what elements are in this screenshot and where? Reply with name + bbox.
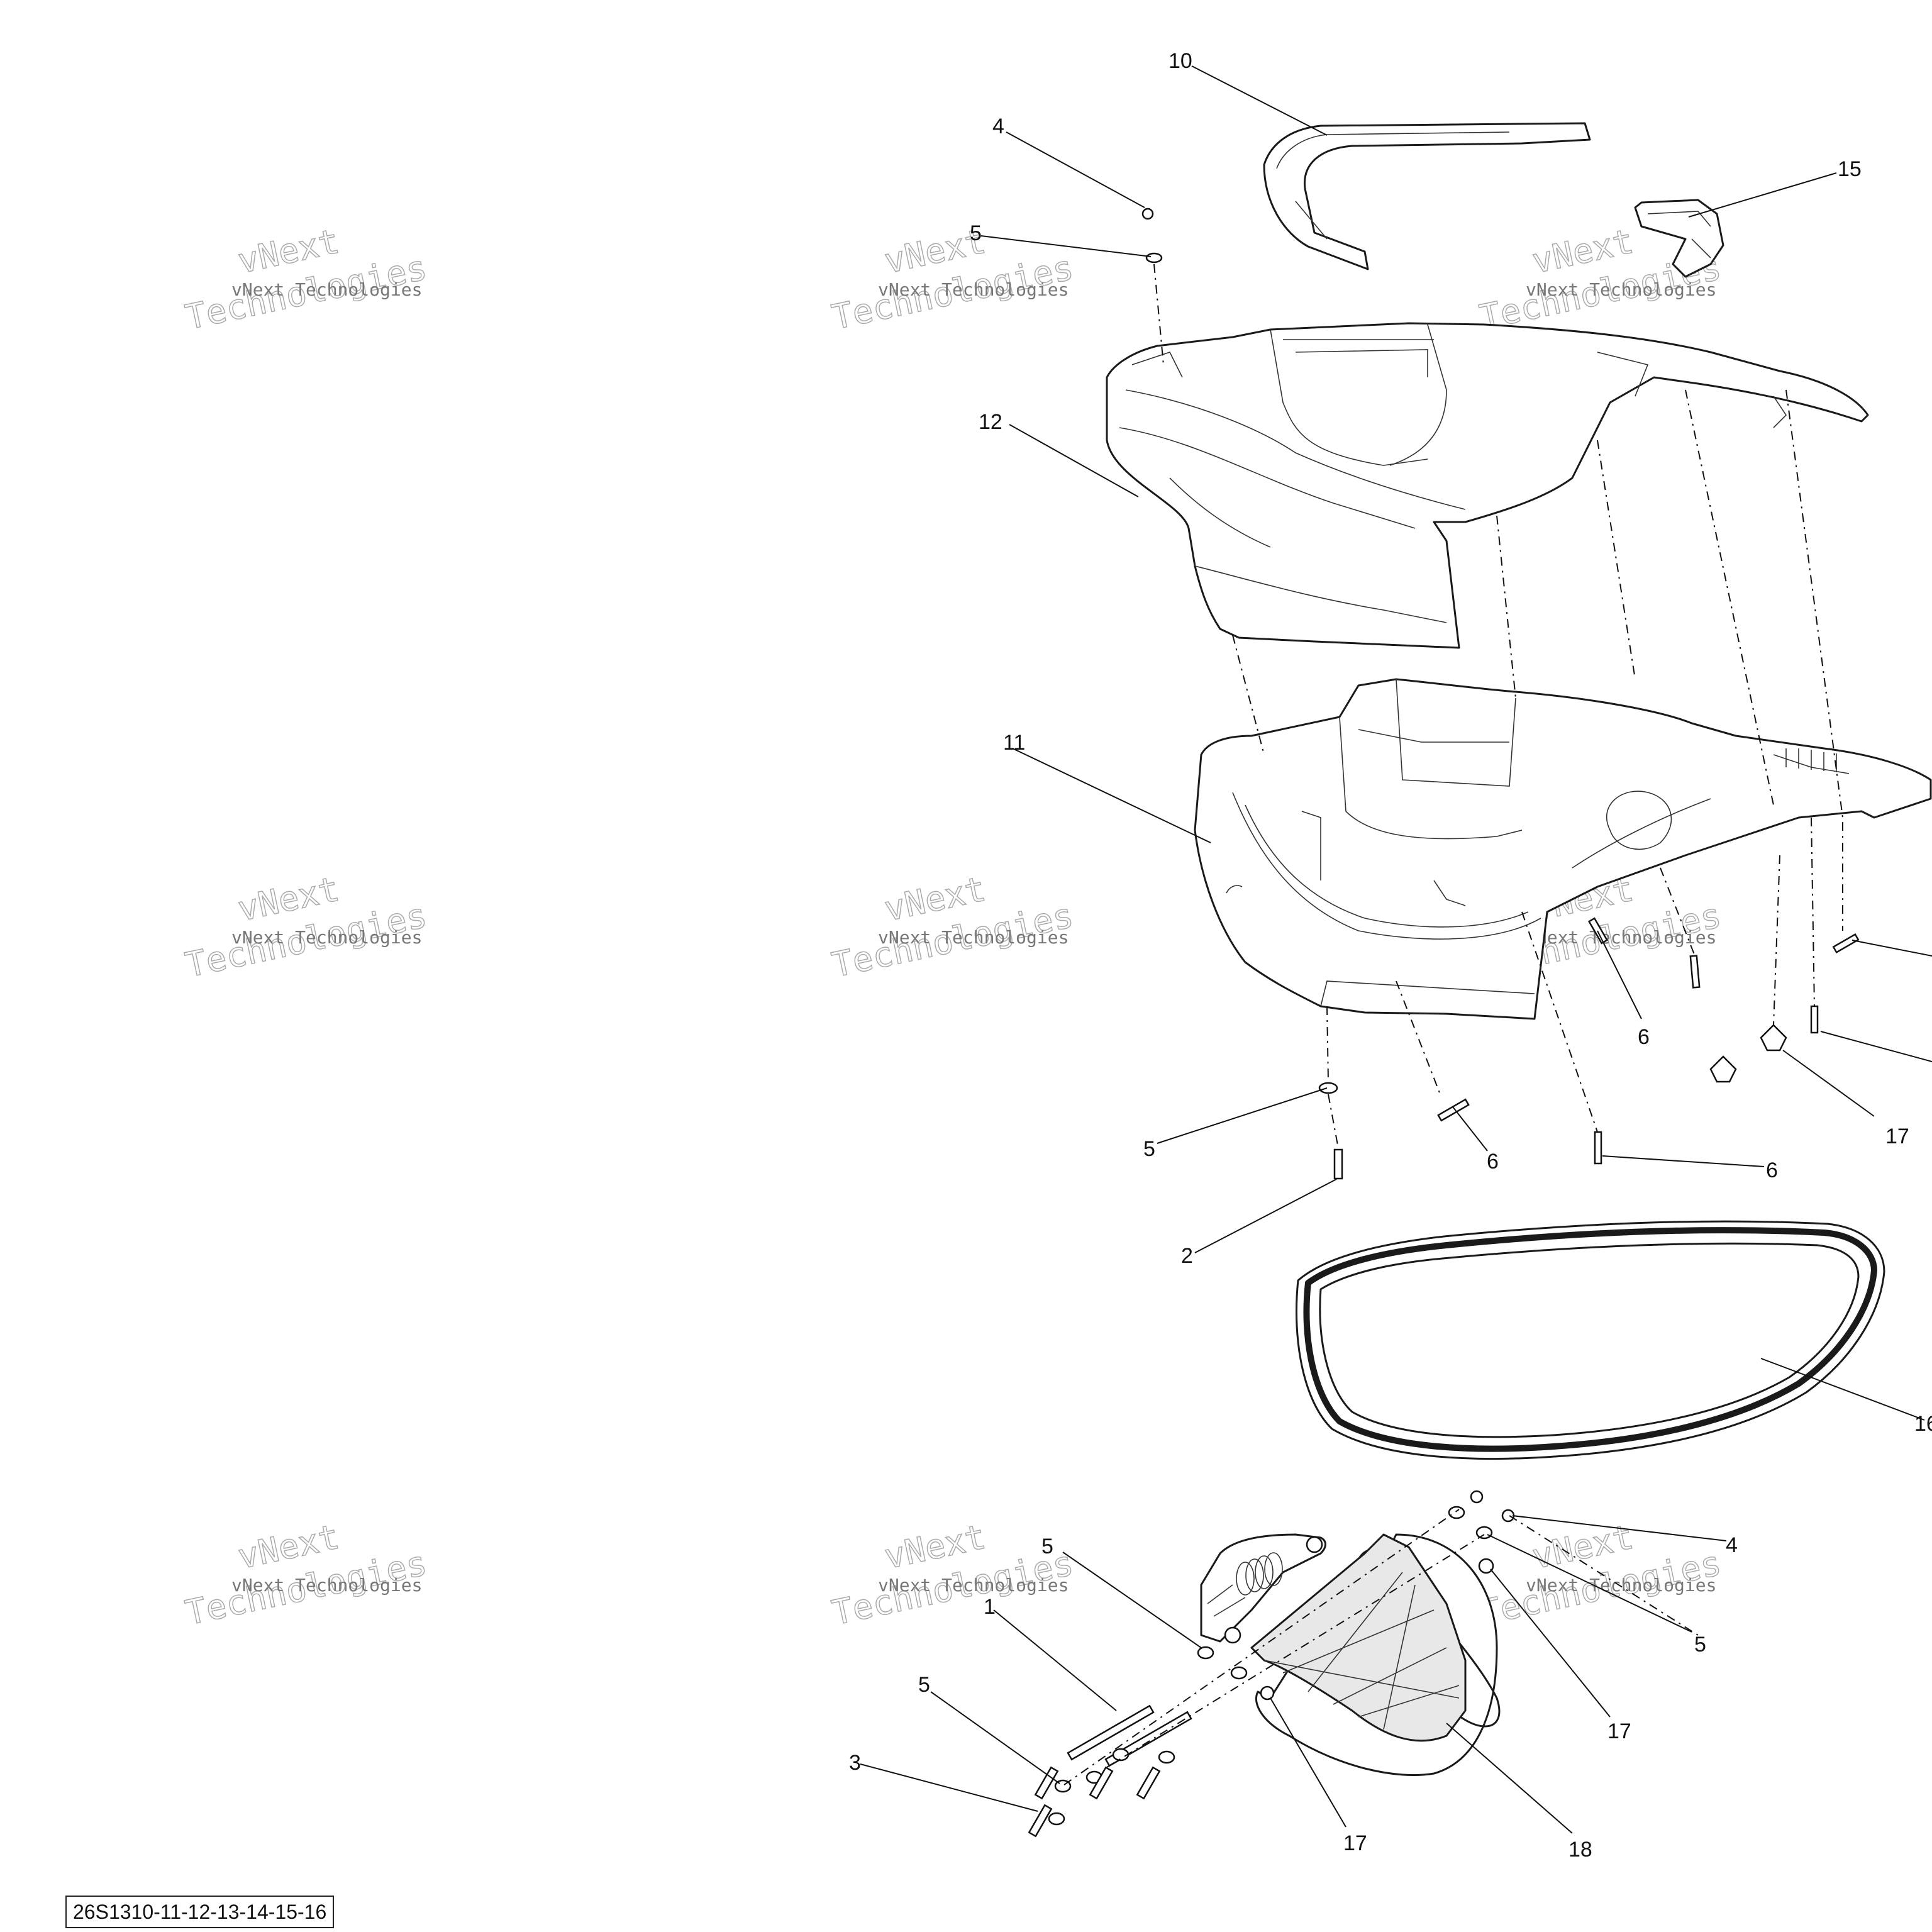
callout-10: 10	[1169, 49, 1192, 73]
hinge-spring	[1236, 1552, 1283, 1596]
callout-5-lower-left: 5	[1041, 1535, 1053, 1558]
part-16-seal	[1295, 1220, 1885, 1460]
part-10-trim-strip	[1263, 122, 1591, 270]
watermark-mid-center: vNext Technologies vNext Technologies	[828, 869, 1077, 985]
svg-text:vNext Technologies: vNext Technologies	[231, 279, 422, 300]
callout-2: 2	[1181, 1244, 1193, 1268]
washer-5-top	[1145, 252, 1163, 264]
bolt-3-d	[1136, 1766, 1161, 1800]
callout-5-bottom-left: 5	[918, 1673, 930, 1697]
pin-1	[1067, 1704, 1155, 1761]
leader-lines	[860, 65, 1932, 1834]
bolt-3-b	[1028, 1804, 1053, 1838]
svg-text:vNext Technologies: vNext Technologies	[1526, 279, 1716, 300]
callout-11: 11	[1003, 731, 1025, 755]
svg-text:vNext Technologies: vNext Technologies	[878, 927, 1069, 948]
callout-4-top: 4	[992, 114, 1004, 138]
callout-18: 18	[1568, 1838, 1592, 1862]
hardware	[1028, 208, 1860, 1838]
part-11-storage-tub	[1194, 678, 1932, 1020]
callout-6-low: 6	[1766, 1158, 1778, 1182]
assembly-lines	[1063, 264, 1843, 1785]
bolt-3	[1034, 1766, 1059, 1800]
washer-5-lower-left-2	[1230, 1666, 1248, 1680]
watermark-top-left: vNext Technologies vNext Technologies	[182, 221, 431, 338]
callout-17-bottom: 17	[1343, 1831, 1367, 1855]
callout-17-right: 17	[1885, 1124, 1909, 1148]
svg-text:vNext Technologies: vNext Technologies	[231, 1575, 422, 1596]
washer-5-lower-left	[1197, 1646, 1214, 1660]
callout-12: 12	[979, 410, 1002, 434]
screw-6-right	[1689, 955, 1701, 989]
screw-6-low	[1594, 1131, 1602, 1165]
washer-bottom-5	[1048, 1812, 1065, 1826]
nut-4-lower-2	[1501, 1509, 1515, 1523]
watermark-bottom-left: vNext Technologies vNext Technologies	[182, 1516, 431, 1633]
callout-1: 1	[984, 1595, 996, 1619]
callout-5-lower-right: 5	[1694, 1633, 1706, 1657]
screw-right-edge	[1832, 933, 1860, 954]
callout-3: 3	[849, 1751, 861, 1775]
nut-4-lower	[1470, 1490, 1484, 1504]
washer-5-mid	[1318, 1082, 1338, 1094]
watermark-bottom-center: vNext Technologies vNext Technologies	[828, 1516, 1077, 1633]
pushnut-17-lower	[1478, 1558, 1494, 1574]
drawing-code-label: 26S1310-11-12-13-14-15-16	[65, 1896, 335, 1928]
callout-6-right: 6	[1638, 1025, 1650, 1049]
pushnut-17-bottom	[1260, 1685, 1275, 1701]
callouts: 10 4 15 5 12 11 6 17 5 6 6 2 16 5 4 1 5 …	[849, 49, 1932, 1862]
bolt-2	[1333, 1148, 1343, 1180]
callout-16: 16	[1914, 1412, 1932, 1436]
part-12-upper-cover	[1106, 322, 1869, 649]
pushnut-17-right-2	[1709, 1055, 1737, 1083]
watermark-mid-left: vNext Technologies vNext Technologies	[182, 869, 431, 985]
part-15-clip	[1634, 199, 1724, 278]
svg-text:vNext Technologies: vNext Technologies	[1526, 927, 1716, 948]
callout-15: 15	[1838, 157, 1862, 181]
washer-5-lower	[1448, 1506, 1465, 1519]
washer-5-bottom-3	[1112, 1748, 1130, 1762]
bolt-3-c	[1089, 1766, 1114, 1800]
washer-5-bottom-4	[1158, 1750, 1175, 1764]
callout-17-lower-right: 17	[1607, 1719, 1631, 1743]
callout-5-mid: 5	[1143, 1137, 1155, 1161]
screw-right-edge-2	[1810, 1005, 1819, 1034]
svg-text:vNext Technologies: vNext Technologies	[1526, 1575, 1716, 1596]
watermark-top-center: vNext Technologies vNext Technologies	[828, 221, 1077, 338]
svg-text:vNext Technologies: vNext Technologies	[231, 927, 422, 948]
svg-text:vNext Technologies: vNext Technologies	[878, 1575, 1069, 1596]
callout-4-lower-right: 4	[1726, 1533, 1738, 1557]
callout-5-top: 5	[970, 221, 982, 245]
callout-6-mid: 6	[1487, 1150, 1499, 1174]
screw-6-mid	[1437, 1098, 1470, 1122]
nut-4-top	[1141, 208, 1154, 220]
part-18-hinge-assembly	[1200, 1533, 1501, 1776]
washer-5-lower-2	[1475, 1526, 1493, 1540]
pushnut-17-right	[1760, 1024, 1787, 1052]
svg-text:vNext Technologies: vNext Technologies	[878, 279, 1069, 300]
watermark-bottom-right: vNext Technologies vNext Technologies	[1476, 1516, 1725, 1633]
